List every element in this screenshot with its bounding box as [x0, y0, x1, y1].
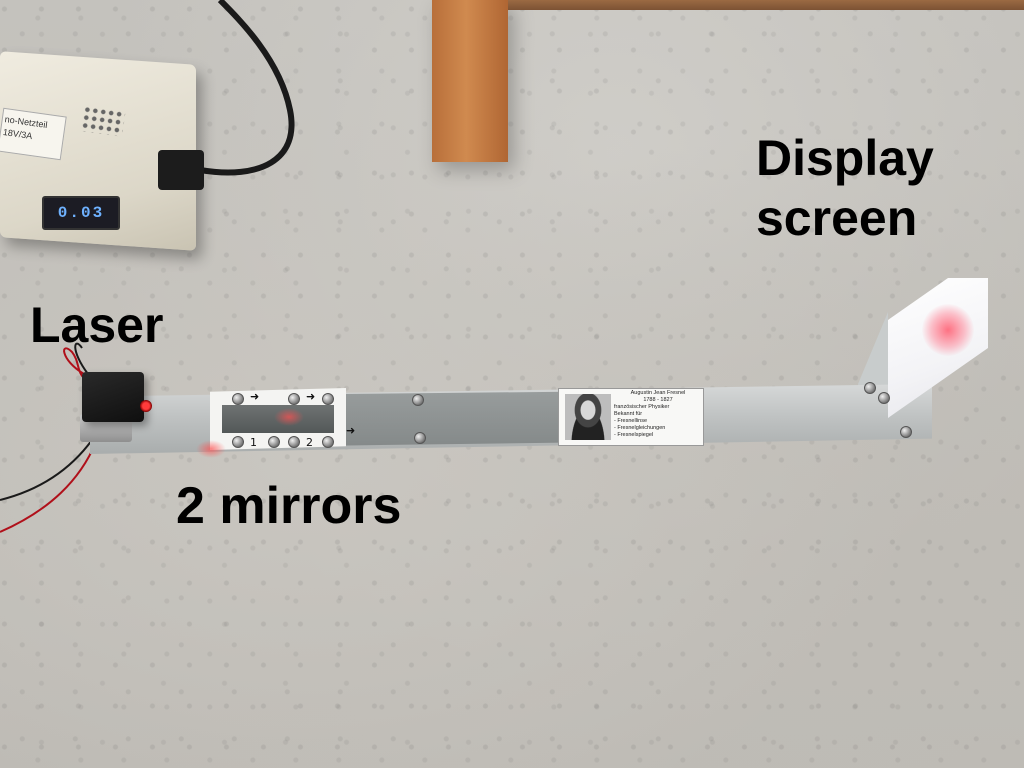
card-role: französischer Physiker	[614, 404, 670, 410]
annotation-laser: Laser	[30, 297, 164, 353]
mirror-number-2: 2	[306, 436, 313, 449]
annotation-mirrors: 2 mirrors	[176, 477, 402, 535]
arrow-right-icon: ➜	[346, 424, 356, 437]
power-plug	[158, 150, 204, 190]
laser-aperture	[140, 400, 152, 412]
card-years: 1788 - 1827	[643, 397, 673, 403]
laser-reflection	[196, 440, 226, 458]
card-item: - Fresnelspiegel	[614, 432, 654, 438]
fresnel-portrait	[565, 394, 611, 440]
screw	[268, 436, 280, 448]
annotation-display-screen: Display screen	[756, 128, 934, 248]
power-supply-label: no-Netzteil 18V/3A	[0, 107, 67, 161]
screw	[288, 393, 300, 405]
arrow-right-icon: ➜	[306, 390, 316, 403]
screw	[232, 436, 244, 448]
laser-spot	[922, 304, 974, 356]
screw	[412, 394, 424, 406]
screw	[288, 436, 300, 448]
screw	[232, 393, 244, 405]
annotation-display-line1: Display	[756, 130, 934, 186]
table-leg	[432, 0, 508, 162]
screw	[414, 432, 426, 444]
mirror-number-1: 1	[250, 436, 257, 449]
psu-digital-display: 0.03	[42, 196, 120, 230]
card-known-for: Bekannt für	[614, 411, 643, 417]
screw	[900, 426, 912, 438]
screw	[864, 382, 876, 394]
laser-reflection	[274, 408, 304, 426]
annotation-display-line2: screen	[756, 190, 918, 246]
screw	[878, 392, 890, 404]
card-item: - Fresnellinse	[614, 418, 648, 424]
card-item: - Fresnelgleichungen	[614, 425, 666, 431]
arrow-right-icon: ➜	[250, 390, 260, 403]
laser-module	[82, 372, 144, 422]
screw	[322, 436, 334, 448]
table-rail	[508, 0, 1024, 10]
screw	[322, 393, 334, 405]
info-card-text: Augustin Jean Fresnel 1788 - 1827 franzö…	[614, 390, 702, 439]
card-name: Augustin Jean Fresnel	[630, 390, 686, 396]
